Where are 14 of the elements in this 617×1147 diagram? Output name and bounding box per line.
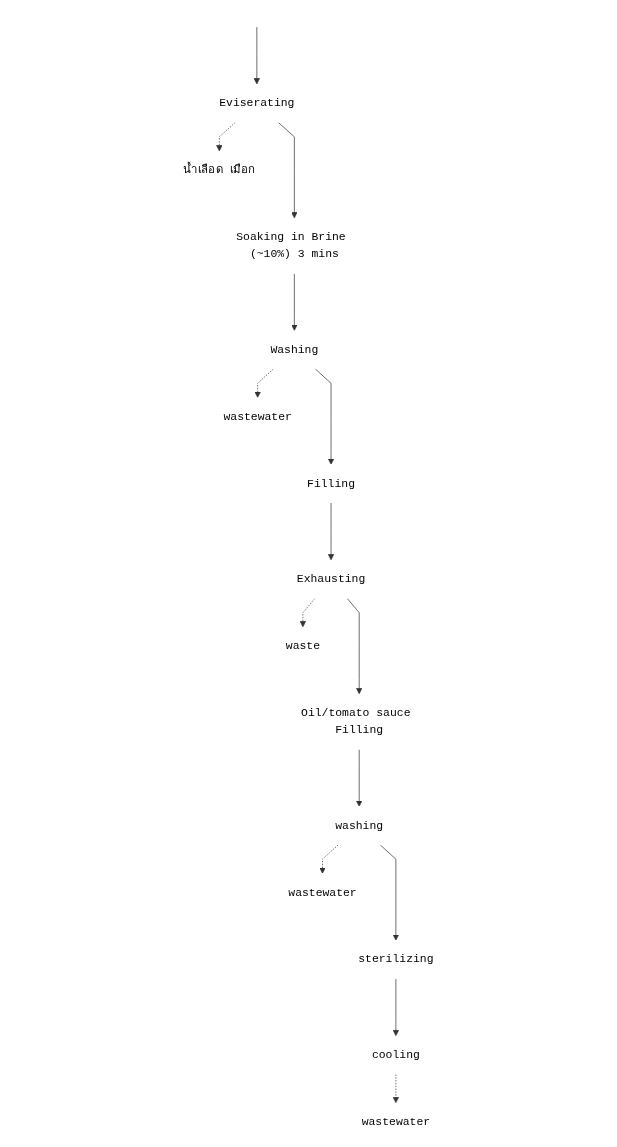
node-text: washing <box>335 819 384 833</box>
node-text: Oil/tomato sauce Filling <box>301 706 411 737</box>
node-text: wastewater <box>288 886 357 900</box>
node-text: sterilizing <box>358 953 434 967</box>
node-text: waste <box>285 639 321 653</box>
node-text: Washing <box>270 343 319 357</box>
node-text: cooling <box>371 1048 420 1062</box>
node-text: wastewater <box>223 410 292 424</box>
node-text: Filling <box>307 477 355 491</box>
node-text: Soaking in Brine (~10%) 3 mins <box>236 230 346 261</box>
node-text: wastewater <box>361 1115 431 1129</box>
node-text: Eviserating <box>219 96 295 110</box>
node-text: Exhausting <box>296 572 366 586</box>
node-text: น้ำเลือด เมือก <box>183 163 256 177</box>
